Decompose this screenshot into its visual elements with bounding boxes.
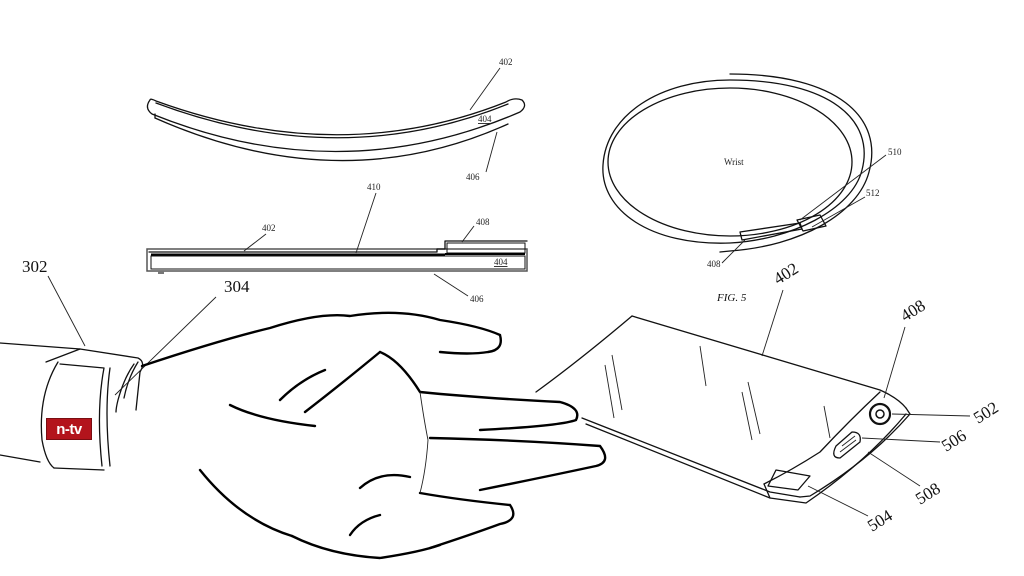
arm-band-drawing bbox=[0, 275, 217, 471]
label-502: 502 bbox=[970, 398, 1002, 428]
curved-band-drawing bbox=[146, 67, 526, 173]
label-512: 512 bbox=[866, 188, 880, 198]
label-402-section: 402 bbox=[262, 223, 276, 233]
cross-section-drawing bbox=[146, 192, 528, 297]
label-506: 506 bbox=[938, 426, 970, 456]
label-302: 302 bbox=[22, 257, 48, 276]
label-408-wrap: 408 bbox=[707, 259, 721, 269]
label-406-curved: 406 bbox=[466, 172, 480, 182]
label-408-device: 408 bbox=[897, 296, 929, 326]
label-410: 410 bbox=[367, 182, 381, 192]
label-508: 508 bbox=[912, 479, 944, 509]
label-404-curved: 404 bbox=[478, 114, 492, 124]
figure-caption: FIG. 5 bbox=[716, 292, 747, 304]
label-304: 304 bbox=[224, 277, 250, 296]
label-406-section: 406 bbox=[470, 294, 484, 304]
wrist-label: Wrist bbox=[724, 157, 744, 167]
label-402-device: 402 bbox=[770, 259, 802, 289]
label-504: 504 bbox=[864, 506, 896, 536]
label-510: 510 bbox=[888, 147, 902, 157]
hand-drawing bbox=[140, 311, 607, 560]
label-408-section: 408 bbox=[476, 217, 490, 227]
ntv-logo-text: n-tv bbox=[56, 420, 82, 438]
ntv-logo: n-tv bbox=[46, 418, 92, 440]
flexible-device-drawing bbox=[535, 289, 971, 517]
label-402-curved: 402 bbox=[499, 57, 513, 67]
label-404-section: 404 bbox=[494, 257, 508, 267]
wrist-wrap-drawing bbox=[602, 73, 887, 264]
